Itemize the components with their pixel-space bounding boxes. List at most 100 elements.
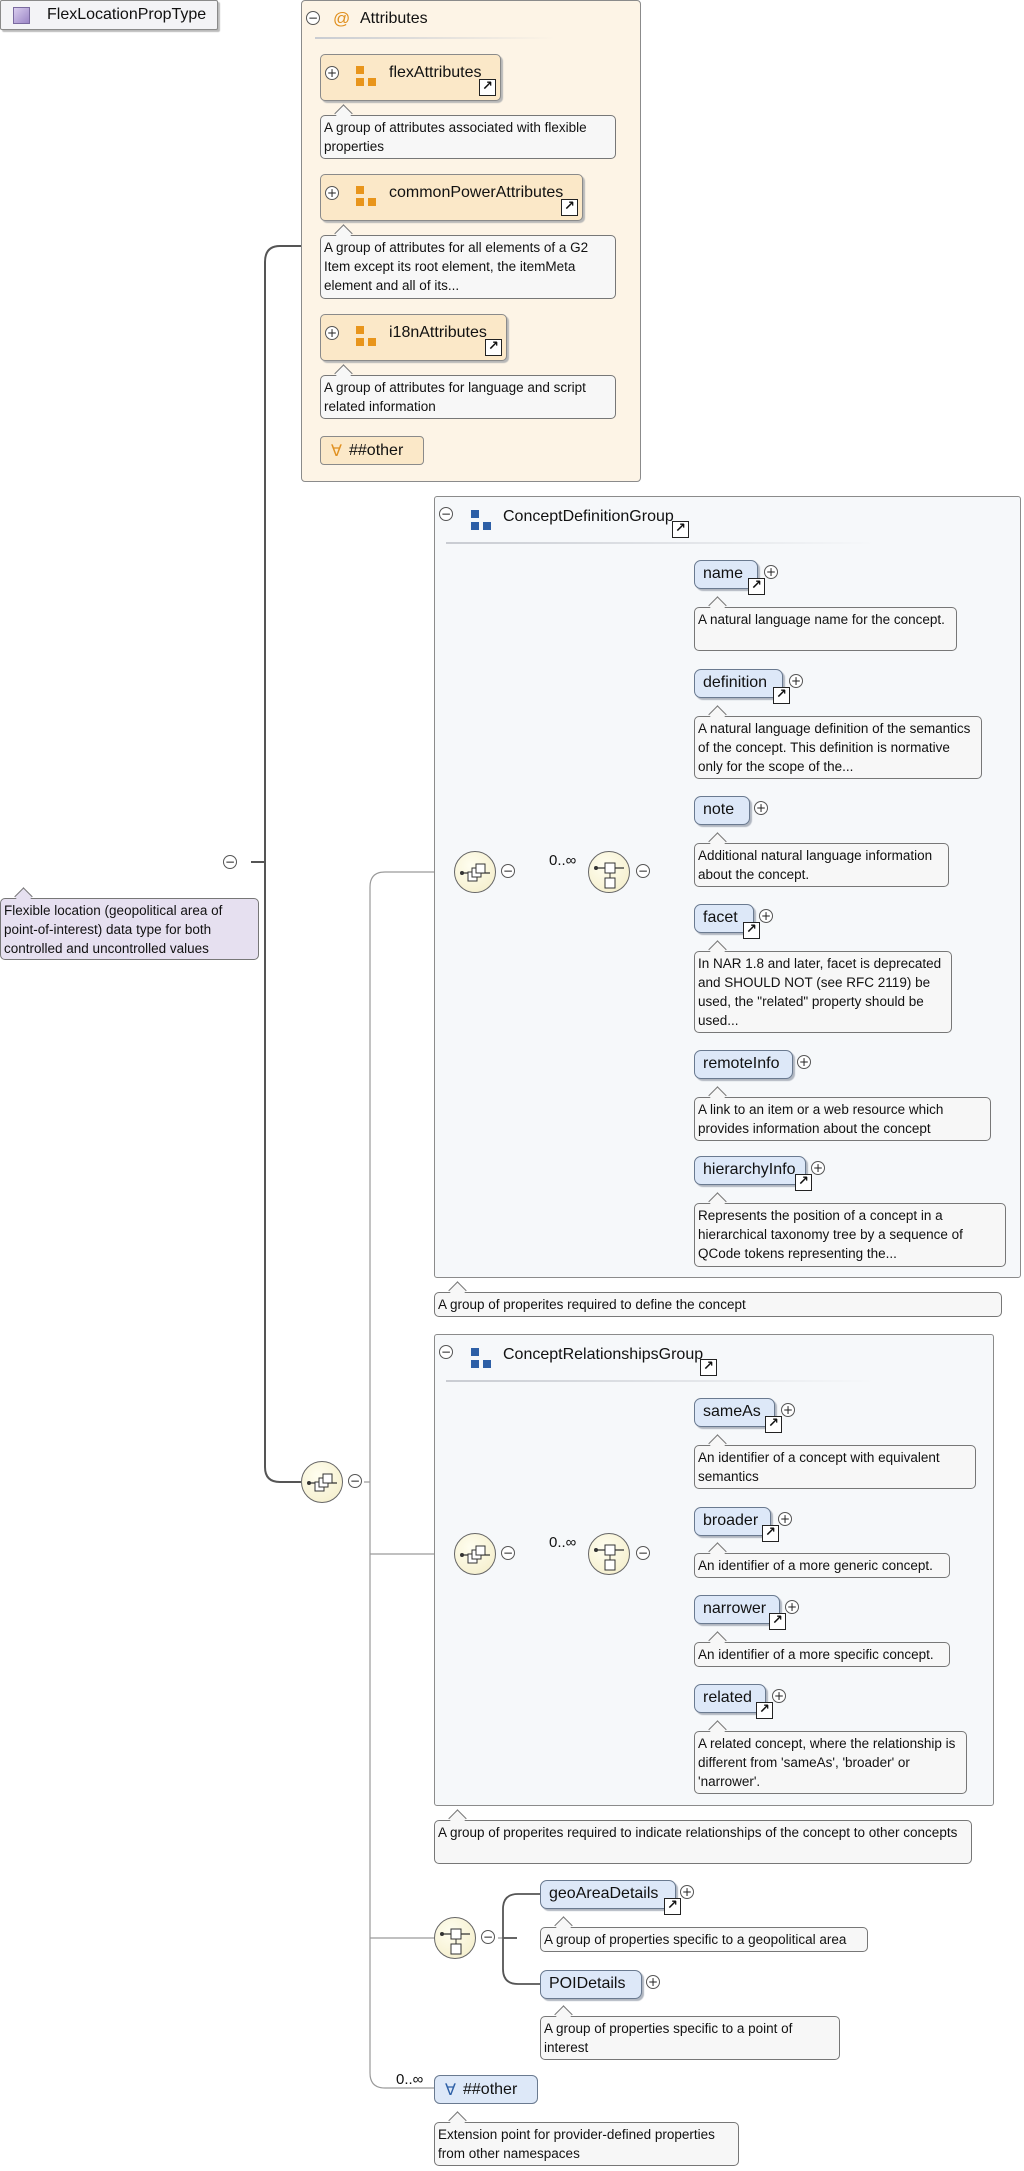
sequence-collapse-button[interactable]: − bbox=[501, 1546, 515, 1560]
element-geoareadetails[interactable]: geoAreaDetails bbox=[540, 1880, 676, 1909]
element-label: definition bbox=[703, 674, 768, 691]
root-type-name: FlexLocationPropType bbox=[47, 6, 207, 23]
choice-collapse-button[interactable]: − bbox=[636, 864, 650, 878]
group-icon-part bbox=[483, 1360, 491, 1368]
expand-button[interactable]: + bbox=[680, 1885, 694, 1899]
link-arrow-icon[interactable]: ↗ bbox=[664, 1898, 681, 1915]
sequence-collapse-button[interactable]: − bbox=[501, 864, 515, 878]
group-icon-part bbox=[471, 522, 479, 530]
link-arrow-icon[interactable]: ↗ bbox=[795, 1174, 812, 1191]
element-label: narrower bbox=[703, 1600, 767, 1617]
element-sameas[interactable]: sameAs bbox=[694, 1398, 775, 1427]
any-element-box[interactable]: ∀ ##other bbox=[434, 2075, 538, 2104]
any-attribute-label: ##other bbox=[349, 442, 404, 459]
any-attribute-icon: ∀ bbox=[331, 443, 342, 460]
element-narrower[interactable]: narrower bbox=[694, 1595, 780, 1624]
link-arrow-icon[interactable]: ↗ bbox=[672, 521, 689, 538]
choice-compositor-icon[interactable] bbox=[588, 851, 630, 893]
expand-button[interactable]: + bbox=[325, 326, 339, 340]
group-collapse-button[interactable]: − bbox=[439, 1345, 453, 1359]
attribute-group-commonpowerattributes[interactable]: + commonPowerAttributes ↗ bbox=[320, 174, 583, 221]
root-collapse-button[interactable]: − bbox=[223, 855, 237, 869]
group-icon-part bbox=[471, 1360, 479, 1368]
element-doc: Represents the position of a concept in … bbox=[694, 1203, 1006, 1267]
complex-type-icon bbox=[13, 7, 30, 24]
group-title-divider bbox=[446, 542, 876, 544]
group-title: ConceptDefinitionGroup bbox=[503, 508, 674, 525]
element-label: note bbox=[703, 801, 735, 818]
choice-collapse-button[interactable]: − bbox=[636, 1546, 650, 1560]
attribute-group-name: flexAttributes bbox=[389, 64, 482, 81]
any-attribute-box[interactable]: ∀ ##other bbox=[320, 436, 424, 465]
group-icon-part bbox=[483, 522, 491, 530]
expand-button[interactable]: + bbox=[811, 1161, 825, 1175]
element-label: geoAreaDetails bbox=[549, 1885, 659, 1902]
attribute-group-name: i18nAttributes bbox=[389, 324, 487, 341]
element-facet[interactable]: facet bbox=[694, 904, 754, 933]
element-related[interactable]: related bbox=[694, 1684, 766, 1713]
element-label: hierarchyInfo bbox=[703, 1161, 796, 1178]
attribute-group-icon-part bbox=[356, 78, 364, 86]
choice-compositor-icon[interactable] bbox=[588, 1533, 630, 1575]
attribute-group-icon-part bbox=[356, 326, 364, 334]
element-doc: A related concept, where the relationshi… bbox=[694, 1731, 967, 1794]
expand-button[interactable]: + bbox=[789, 674, 803, 688]
sequence-compositor-icon[interactable] bbox=[301, 1461, 343, 1503]
element-doc: An identifier of a concept with equivale… bbox=[694, 1445, 976, 1489]
choice-compositor-icon[interactable] bbox=[434, 1917, 476, 1959]
attribute-group-icon-part bbox=[356, 66, 364, 74]
element-label: broader bbox=[703, 1512, 759, 1529]
expand-button[interactable]: + bbox=[781, 1403, 795, 1417]
expand-button[interactable]: + bbox=[785, 1600, 799, 1614]
expand-button[interactable]: + bbox=[759, 909, 773, 923]
choice-collapse-button[interactable]: − bbox=[481, 1930, 495, 1944]
link-arrow-icon[interactable]: ↗ bbox=[765, 1416, 782, 1433]
attribute-group-i18nattributes[interactable]: + i18nAttributes ↗ bbox=[320, 314, 507, 361]
attribute-group-flexattributes[interactable]: + flexAttributes ↗ bbox=[320, 54, 501, 101]
expand-button[interactable]: + bbox=[764, 565, 778, 579]
element-name[interactable]: name bbox=[694, 560, 758, 589]
attributes-collapse-button[interactable]: − bbox=[306, 11, 320, 25]
expand-button[interactable]: + bbox=[646, 1975, 660, 1989]
link-arrow-icon[interactable]: ↗ bbox=[773, 687, 790, 704]
element-poidetails[interactable]: POIDetails bbox=[540, 1970, 642, 1999]
link-arrow-icon[interactable]: ↗ bbox=[743, 922, 760, 939]
group-collapse-button[interactable]: − bbox=[439, 507, 453, 521]
link-arrow-icon[interactable]: ↗ bbox=[700, 1359, 717, 1376]
group-doc: A group of properites required to indica… bbox=[434, 1820, 972, 1864]
element-doc: A group of properties specific to a poin… bbox=[540, 2016, 840, 2060]
element-doc: An identifier of a more generic concept. bbox=[694, 1553, 950, 1578]
choice-symbol-icon bbox=[440, 1928, 470, 1955]
element-note[interactable]: note bbox=[694, 796, 750, 825]
link-arrow-icon[interactable]: ↗ bbox=[769, 1613, 786, 1630]
multiplicity-label: 0..∞ bbox=[549, 1534, 577, 1551]
any-element-doc: Extension point for provider-defined pro… bbox=[434, 2122, 739, 2166]
link-arrow-icon[interactable]: ↗ bbox=[485, 339, 502, 356]
expand-button[interactable]: + bbox=[772, 1689, 786, 1703]
link-arrow-icon[interactable]: ↗ bbox=[561, 199, 578, 216]
link-arrow-icon[interactable]: ↗ bbox=[748, 578, 765, 595]
sequence-collapse-button[interactable]: − bbox=[348, 1474, 362, 1488]
expand-button[interactable]: + bbox=[325, 66, 339, 80]
any-element-icon: ∀ bbox=[445, 2082, 456, 2099]
element-hierarchyinfo[interactable]: hierarchyInfo bbox=[694, 1156, 806, 1185]
expand-button[interactable]: + bbox=[778, 1512, 792, 1526]
expand-button[interactable]: + bbox=[325, 186, 339, 200]
element-definition[interactable]: definition bbox=[694, 669, 783, 698]
sequence-compositor-icon[interactable] bbox=[454, 851, 496, 893]
element-remoteinfo[interactable]: remoteInfo bbox=[694, 1050, 793, 1079]
link-arrow-icon[interactable]: ↗ bbox=[762, 1525, 779, 1542]
expand-button[interactable]: + bbox=[754, 801, 768, 815]
attribute-group-icon-part bbox=[356, 338, 364, 346]
sequence-symbol-icon bbox=[460, 863, 490, 882]
element-label: name bbox=[703, 565, 744, 582]
expand-button[interactable]: + bbox=[797, 1055, 811, 1069]
link-arrow-icon[interactable]: ↗ bbox=[756, 1702, 773, 1719]
attributes-title-divider bbox=[315, 37, 555, 39]
root-type-doc: Flexible location (geopolitical area of … bbox=[0, 898, 259, 960]
link-arrow-icon[interactable]: ↗ bbox=[479, 79, 496, 96]
element-broader[interactable]: broader bbox=[694, 1507, 771, 1536]
sequence-compositor-icon[interactable] bbox=[454, 1533, 496, 1575]
element-doc: A natural language definition of the sem… bbox=[694, 716, 982, 779]
root-type-box[interactable]: FlexLocationPropType bbox=[0, 0, 218, 30]
